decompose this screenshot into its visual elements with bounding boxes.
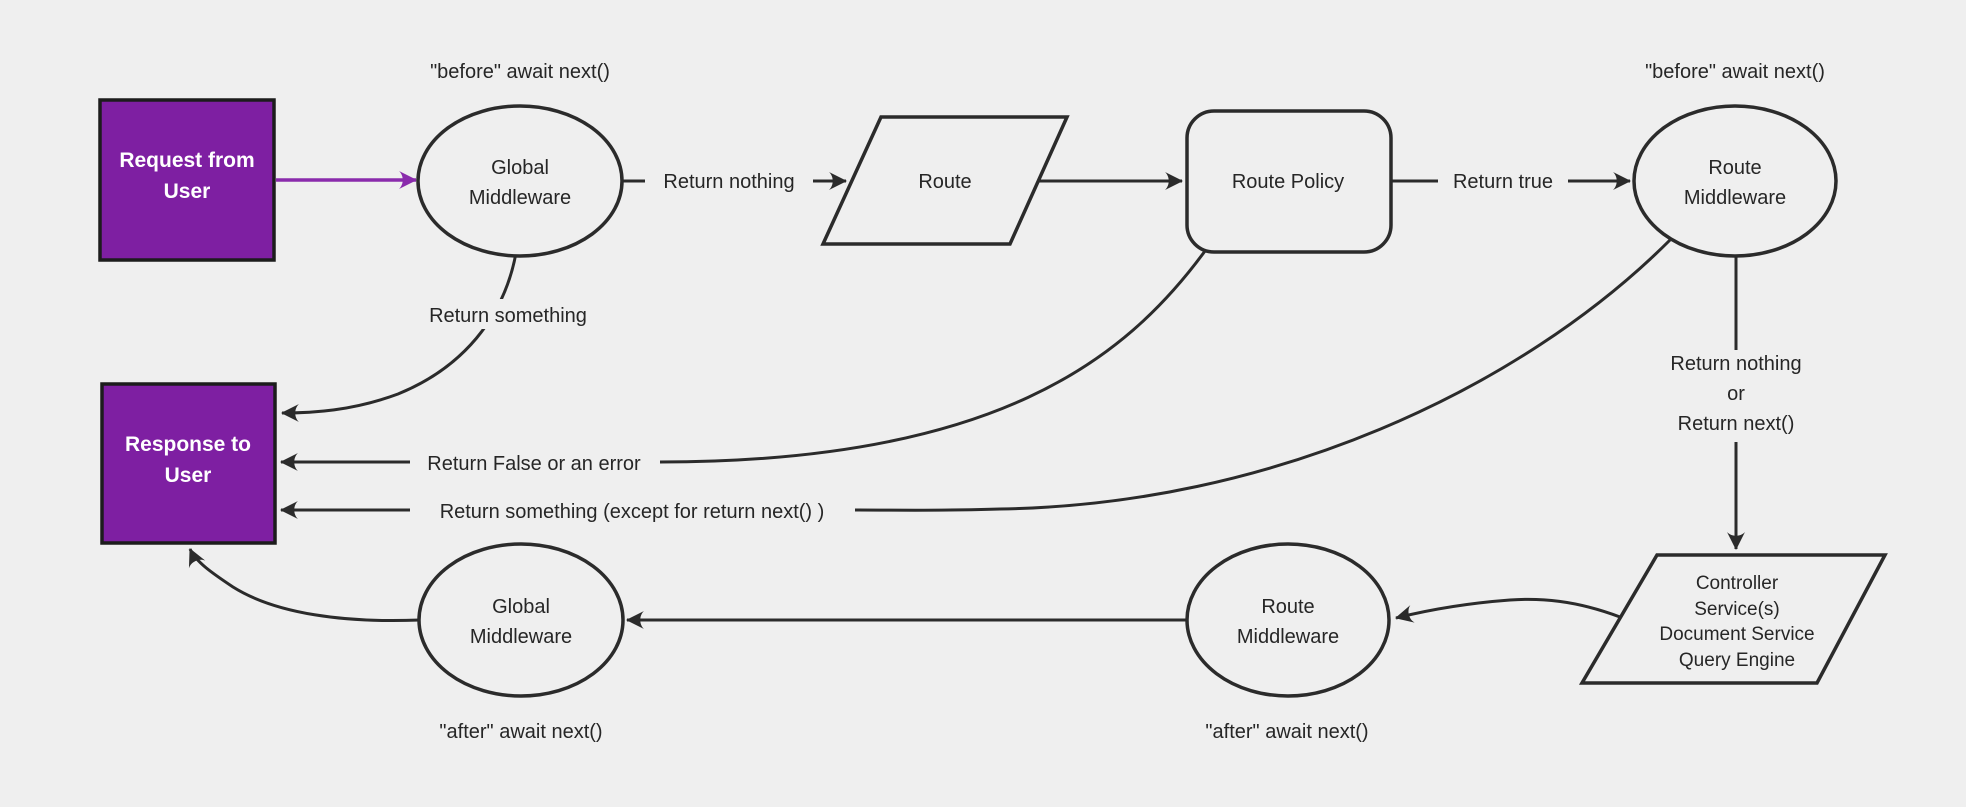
node-label: User [164,180,211,203]
node-label: Route [918,171,971,193]
route-policy-box [1185,109,1393,254]
node-route-middleware-before: Route Middleware [1632,104,1838,258]
node-label: Controller [1696,573,1779,594]
node-request-from-user: Request from User [98,98,276,262]
edge-label-return-something-except: Return something (except for return next… [410,495,855,525]
route-parallelogram [820,115,1070,246]
node-route-middleware-after: Route Middleware [1185,542,1391,698]
annotation-global-after: "after" await next() [439,721,602,743]
edge-label-bg [645,166,813,196]
edge-label-bg [410,447,660,477]
node-label: Request from [119,149,254,172]
node-label: Route Policy [1232,171,1344,193]
node-label: Route [1708,157,1761,179]
annotation-route-after: "after" await next() [1205,721,1368,743]
annotation-global-before: "before" await next() [430,61,610,83]
node-label: Route [1261,596,1314,618]
edge-label-bg [1438,166,1568,196]
edge-label-text: or [1727,383,1745,405]
edge-label-text: Return next() [1678,413,1795,435]
node-route-policy: Route Policy [1185,109,1393,254]
edge-label-text: Return False or an error [427,453,641,475]
node-label: Service(s) [1694,599,1780,620]
node-label: Middleware [1684,187,1786,209]
node-route: Route [820,115,1070,246]
global-middleware-ellipse [417,542,625,698]
node-label: Middleware [1237,626,1339,648]
edge-label-text: Return something [429,305,587,327]
node-label: Middleware [469,187,571,209]
node-label: Global [492,596,550,618]
annotation-route-before: "before" await next() [1645,61,1825,83]
global-middleware-ellipse [416,104,624,258]
edge-global-middleware-return-something [281,252,518,422]
edge-route-policy-return-false [280,250,1207,471]
edge-label-text: Return something (except for return next… [440,501,825,523]
edge-controller-to-route-middleware-after [1395,597,1621,623]
response-box [100,382,277,545]
edge-label-bg [410,495,855,525]
node-label: Query Engine [1679,650,1795,671]
edge-label-return-something: Return something [412,299,607,329]
node-global-middleware-before: Global Middleware [416,104,624,258]
edge-label-return-nothing-or-next: Return nothing or Return next() [1626,350,1846,442]
edge-label-return-nothing: Return nothing [645,166,813,196]
edge-label-text: Return nothing [663,171,794,193]
node-global-middleware-after: Global Middleware [417,542,625,698]
edge-label-text: Return true [1453,171,1553,193]
node-controller-services: Controller Service(s) Document Service Q… [1578,553,1888,685]
edge-label-bg [412,299,607,329]
edge-label-text: Return nothing [1670,353,1801,375]
edge-label-bg [1626,350,1846,442]
node-label: User [165,464,212,487]
node-label: Document Service [1659,624,1814,645]
node-label: Middleware [470,626,572,648]
node-response-to-user: Response to User [100,382,277,545]
edge-global-middleware-after-to-response [188,548,421,623]
node-label: Response to [125,433,251,456]
edge-route-middleware-return-something-except [280,238,1672,519]
request-box [98,98,276,262]
node-label: Global [491,157,549,179]
route-middleware-ellipse [1185,542,1391,698]
controller-parallelogram [1578,553,1888,685]
edge-label-return-true: Return true [1438,166,1568,196]
route-middleware-ellipse [1632,104,1838,258]
edge-label-return-false-or-error: Return False or an error [410,447,660,477]
